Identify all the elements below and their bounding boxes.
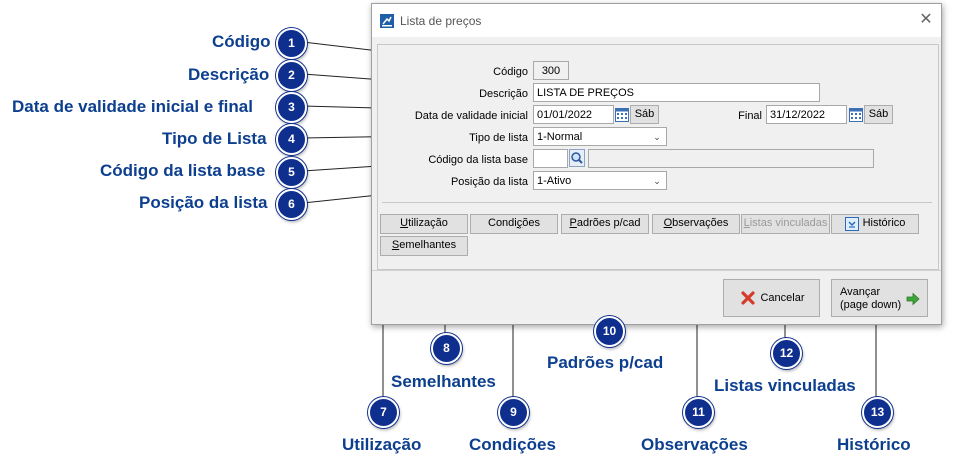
close-icon[interactable]: ✕	[919, 11, 933, 28]
data-final-field[interactable]: 31/12/2022	[766, 105, 847, 124]
annotation-label-11: Observações	[641, 435, 748, 454]
calendar-icon[interactable]	[849, 106, 863, 122]
observacoes-button[interactable]: Observações	[652, 214, 740, 234]
codigo-lista-base-label: Código da lista base	[428, 154, 528, 166]
annotation-badge-7: 7	[368, 397, 399, 428]
form-frame	[377, 44, 939, 270]
tipo-lista-select[interactable]: 1-Normal ⌄	[533, 127, 667, 146]
cancelar-button[interactable]: Cancelar	[723, 279, 820, 317]
annotation-label-10: Padrões p/cad	[547, 353, 664, 372]
search-icon[interactable]	[569, 149, 585, 167]
posicao-lista-value: 1-Ativo	[537, 175, 572, 187]
historico-button[interactable]: Histórico	[831, 214, 919, 234]
annotation-label-2: Descrição	[188, 65, 270, 84]
title-bar: Lista de preços ✕	[372, 4, 941, 37]
annotation-badge-12: 12	[771, 338, 802, 369]
avancar-shortcut-label: (page down)	[840, 299, 902, 311]
codigo-lista-base-field[interactable]	[533, 149, 568, 168]
close-icon	[741, 291, 755, 305]
tipo-lista-value: 1-Normal	[537, 131, 583, 143]
annotation-badge-13: 13	[862, 397, 893, 428]
annotation-badge-8: 8	[431, 333, 462, 364]
padroes-pcad-button[interactable]: Padrões p/cad	[561, 214, 649, 234]
avancar-button[interactable]: Avançar (page down)	[831, 279, 928, 317]
data-final-day-button[interactable]: Sáb	[864, 105, 893, 124]
chevron-down-icon: ⌄	[653, 132, 661, 142]
listas-vinculadas-button[interactable]: Listas vinculadas	[741, 214, 830, 234]
calendar-icon[interactable]	[615, 106, 629, 122]
price-list-dialog: Lista de preços ✕ Código 300 Descrição L…	[371, 3, 942, 325]
data-inicial-day-button[interactable]: Sáb	[630, 105, 659, 124]
app-icon	[380, 14, 394, 28]
condicoes-button[interactable]: Condições	[470, 214, 558, 234]
data-inicial-field[interactable]: 01/01/2022	[533, 105, 614, 124]
window-title: Lista de preços	[400, 14, 482, 28]
chevron-down-icon: ⌄	[653, 176, 661, 186]
annotation-label-7: Utilização	[342, 435, 422, 454]
annotation-badge-2: 2	[276, 60, 307, 91]
utilizacao-button[interactable]: Utilização	[380, 214, 468, 234]
annotation-badge-1: 1	[276, 28, 307, 59]
annotation-badge-9: 9	[498, 397, 529, 428]
annotation-badge-11: 11	[683, 397, 714, 428]
annotation-badge-10: 10	[594, 316, 625, 347]
annotation-badge-4: 4	[276, 124, 307, 155]
lista-base-description-field	[588, 149, 874, 168]
annotation-label-6: Posição da lista	[139, 193, 268, 212]
posicao-lista-label: Posição da lista	[450, 176, 528, 188]
annotation-label-4: Tipo de Lista	[162, 129, 267, 148]
annotation-label-13: Histórico	[837, 435, 911, 454]
descricao-field[interactable]: LISTA DE PREÇOS	[533, 83, 820, 102]
annotation-label-1: Código	[212, 32, 271, 51]
posicao-lista-select[interactable]: 1-Ativo ⌄	[533, 171, 667, 190]
history-icon	[845, 217, 859, 231]
annotation-label-8: Semelhantes	[391, 372, 496, 391]
arrow-right-icon	[906, 292, 920, 306]
data-validade-label: Data de validade inicial	[414, 110, 528, 122]
codigo-field[interactable]: 300	[533, 61, 569, 80]
separator	[382, 202, 932, 203]
annotation-label-12: Listas vinculadas	[714, 376, 856, 395]
separator	[372, 270, 941, 271]
annotation-label-3: Data de validade inicial e final	[12, 97, 253, 116]
semelhantes-button[interactable]: Semelhantes	[380, 236, 468, 256]
final-label: Final	[738, 110, 762, 122]
annotation-label-5: Código da lista base	[100, 161, 266, 180]
codigo-label: Código	[493, 66, 528, 78]
annotation-badge-6: 6	[276, 189, 307, 220]
descricao-label: Descrição	[479, 88, 528, 100]
annotation-badge-3: 3	[276, 92, 307, 123]
annotation-badge-5: 5	[276, 157, 307, 188]
annotation-label-9: Condições	[469, 435, 556, 454]
tipo-lista-label: Tipo de lista	[469, 132, 528, 144]
avancar-label: Avançar	[840, 286, 881, 298]
